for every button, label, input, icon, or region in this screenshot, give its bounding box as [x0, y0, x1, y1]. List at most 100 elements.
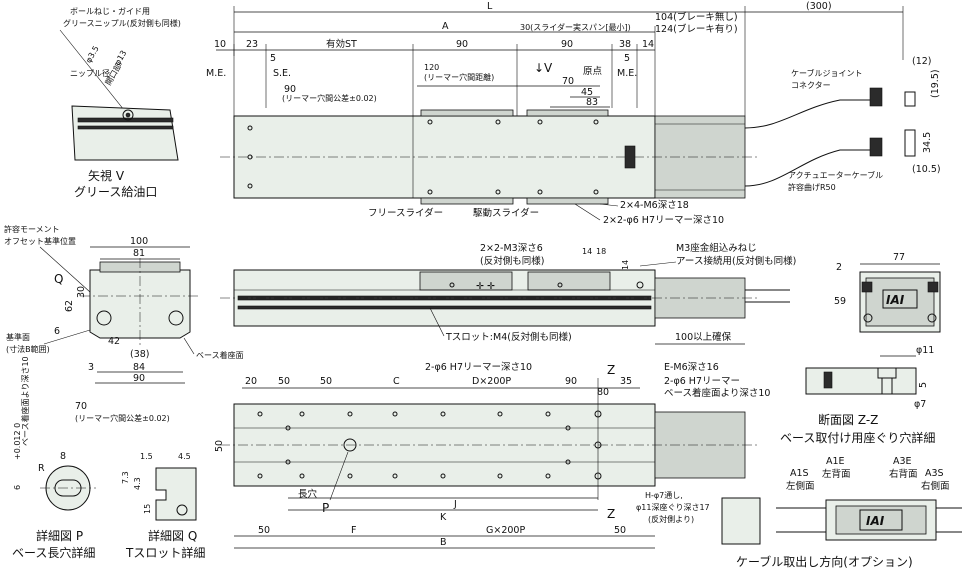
section-dim-5: 5 — [918, 382, 929, 388]
view-v-caption-2: グリース給油口 — [74, 185, 157, 199]
section-zz: φ11 5 φ7 断面図 Z-Z ベース取付け用座ぐり穴詳細 — [780, 345, 935, 445]
dim-77: 77 — [893, 252, 905, 263]
dim-23: 23 — [246, 39, 258, 50]
clearance-label: 100以上確保 — [675, 331, 732, 343]
view-v-caption-1: 矢視 V — [88, 168, 125, 183]
dim-70: 70 — [562, 76, 574, 87]
actuator-cable-label-2: 許容曲げR50 — [788, 182, 836, 192]
ref-surface-label-1: 基準面 — [6, 332, 30, 342]
dim-L: L — [487, 1, 493, 12]
detail-q-dim-15: 15 — [143, 504, 152, 514]
dim-18: 18 — [596, 247, 606, 256]
detail-p-caption-1: 詳細図 P — [36, 528, 83, 543]
dim-50-v: 50 — [214, 440, 225, 452]
dim-F: F — [351, 525, 356, 536]
drive-slider-label: 駆動スライダー — [473, 207, 539, 219]
dim-90: 90 — [133, 373, 145, 384]
a1s-label-1: A1S — [790, 468, 809, 479]
a1e-label-1: A1E — [826, 456, 845, 467]
dim-50-c: 50 — [258, 525, 270, 536]
dim-38: 38 — [619, 39, 631, 50]
p-marker: P — [322, 501, 329, 515]
moment-label-1: 許容モーメント — [4, 224, 60, 234]
long-hole-label: 長穴 — [298, 488, 318, 500]
dim-90: 90 — [565, 376, 577, 387]
detail-q-dim-4-5: 4.5 — [178, 452, 191, 461]
free-slider-label: フリースライダー — [368, 207, 443, 219]
effective-stroke-label: 有効ST — [326, 38, 357, 50]
dim-K: K — [440, 512, 447, 523]
dim-6: 6 — [54, 326, 60, 337]
dim-14-a: 14 — [582, 247, 592, 256]
dim-90-b: 90 — [561, 39, 573, 50]
cable-joint-label-1: ケーブルジョイント — [791, 68, 863, 78]
dim-3: 3 — [88, 362, 94, 373]
origin-label: 原点 — [583, 66, 603, 77]
se-label: S.E. — [273, 68, 291, 79]
dim-10-5: (10.5) — [912, 164, 941, 175]
z-marker-bottom: Z — [607, 507, 615, 521]
q-marker: Q — [54, 272, 63, 286]
slider-span-label: 30(スライダー実スパン[最小]) — [520, 22, 631, 32]
dim-14-b: 14 — [621, 260, 630, 270]
detail-p-tol-1: 6 — [13, 485, 22, 490]
dim-B: B — [440, 537, 447, 548]
nipple-label: ニップル径 — [70, 68, 110, 78]
dim-59: 59 — [834, 296, 846, 307]
dim-45: 45 — [581, 87, 593, 98]
motor-end-view: 77 2 59 IAI — [834, 252, 941, 333]
dim-300: (300) — [806, 1, 832, 12]
dim-10: 10 — [214, 39, 226, 50]
me-left-label: M.E. — [206, 68, 226, 79]
tslot-label: Tスロット:M4(反対側も同様) — [445, 331, 572, 343]
detail-q: 1.5 4.5 7.3 4.3 15 詳細図 Q Tスロット詳細 — [121, 452, 205, 560]
reamer-distance-label: (リーマー穴間距離) — [424, 72, 494, 82]
dim-34-5: 34.5 — [922, 132, 933, 153]
end-view: 許容モーメント オフセット基準位置 100 81 Q 30 62 6 42 (3… — [4, 224, 244, 384]
a3s-label-1: A3S — [925, 468, 944, 479]
dim-12: (12) — [912, 56, 932, 67]
detail-q-caption-1: 詳細図 Q — [148, 528, 197, 543]
dim-A: A — [442, 21, 449, 32]
detail-q-dim-1-5: 1.5 — [140, 452, 153, 461]
phi-3-5: φ3.5 — [84, 44, 101, 64]
ref-surface-label-2: (寸法B範囲) — [6, 344, 50, 354]
reamer2-label-2: ベース着座面より深さ10 — [664, 387, 770, 399]
ground-screw-label-1: M3座金組込みねじ — [676, 242, 757, 254]
ground-screw-label-2: アース接続用(反対側も同様) — [676, 255, 796, 267]
m6-holes-label: 2×4-M6深さ18 — [620, 200, 689, 211]
dim-5-b: 5 — [624, 53, 630, 64]
a1s-label-2: 左側面 — [786, 480, 815, 492]
cable-option-logo: IAI — [866, 514, 885, 528]
detail-p-tol-2: +0.012 0 — [13, 423, 22, 460]
em6-label: E-M6深さ16 — [664, 362, 719, 373]
detail-p: 6 +0.012 0 ベース着座面より深さ10 8 R 詳細図 P ベース長穴詳… — [12, 356, 96, 560]
dim-80: 80 — [597, 387, 609, 398]
plus-marks: ✛ ✛ — [476, 281, 495, 292]
me-right-label: M.E. — [617, 68, 637, 79]
grease-note-2: グリースニップル(反対側も同様) — [63, 18, 181, 28]
detail-p-dim-8: 8 — [60, 451, 66, 462]
detail-p-caption-2: ベース長穴詳細 — [12, 545, 95, 560]
detail-q-dim-4-3: 4.3 — [133, 477, 142, 490]
reamer-label: 2-φ6 H7リーマー深さ10 — [425, 362, 532, 373]
detail-q-dim-7-3: 7.3 — [121, 471, 130, 484]
a3e-label-1: A3E — [893, 456, 912, 467]
iai-logo: IAI — [886, 293, 905, 307]
dim-D: D×200P — [472, 376, 511, 387]
pitch-tolerance-label: (リーマー穴間公差±0.02) — [282, 93, 377, 103]
side-view: 2×2-M3深さ6 (反対側も同様) 14 18 14 M3座金組込みねじ アー… — [220, 242, 796, 345]
dim-50-a: 50 — [278, 376, 290, 387]
dim-70: 70 — [75, 401, 87, 412]
dim-120: 120 — [424, 63, 439, 72]
section-phi-7: φ7 — [914, 399, 926, 410]
dim-81: 81 — [133, 248, 145, 259]
dim-2: 2 — [836, 262, 842, 273]
cable-joint-label-2: コネクター — [791, 81, 831, 90]
brake-none-label: 104(ブレーキ無し) — [655, 11, 738, 23]
dim-G: G×200P — [486, 525, 525, 536]
view-v-detail: ボールねじ・ガイド用 グリースニップル(反対側も同様) φ3.5 φ13 ニップ… — [59, 6, 181, 199]
dim-30: 30 — [76, 286, 87, 298]
cable-option-caption: ケーブル取出し方向(オプション) — [736, 554, 913, 569]
